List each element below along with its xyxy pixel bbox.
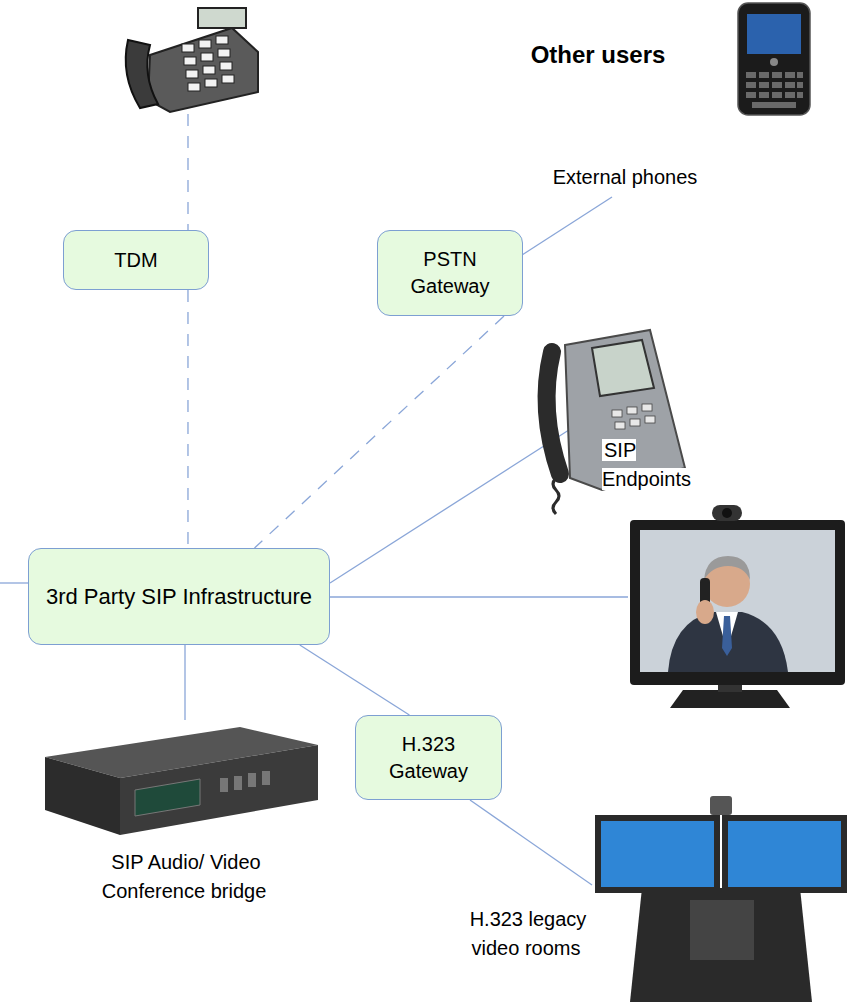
box-label: 3rd Party SIP Infrastructure [43, 582, 315, 612]
video-endpoint-icon [630, 505, 845, 708]
connector-line [255, 316, 505, 548]
desk-phone-icon [126, 8, 258, 112]
caption-text: SIP Endpoints [602, 439, 693, 490]
gateway-box: TDM [63, 230, 209, 290]
connector-line [187, 290, 188, 548]
caption-text: SIP Audio/ Video Conference bridge [102, 851, 269, 902]
mobile-phone-icon [738, 3, 810, 115]
video-room-icon [595, 796, 847, 1002]
gateway-box: PSTN Gateway [377, 230, 523, 316]
caption-label: SIP Endpoints [602, 436, 704, 494]
conference-bridge-icon [45, 727, 318, 835]
caption-text: H.323 legacy video rooms [468, 908, 587, 959]
caption-text: External phones [551, 166, 700, 188]
box-label: TDM [78, 247, 194, 274]
connector-line [300, 645, 410, 715]
gateway-box: 3rd Party SIP Infrastructure [28, 548, 330, 645]
wire-lines [0, 114, 628, 885]
caption-label: Other users [488, 38, 708, 73]
caption-label: H.323 legacy video rooms [452, 905, 602, 963]
box-label: PSTN Gateway [392, 246, 508, 300]
caption-text: Other users [529, 41, 668, 68]
gateway-box: H.323 Gateway [355, 715, 502, 800]
caption-label: SIP Audio/ Video Conference bridge [60, 848, 310, 906]
box-label: H.323 Gateway [370, 731, 487, 785]
caption-label: External phones [505, 163, 745, 192]
